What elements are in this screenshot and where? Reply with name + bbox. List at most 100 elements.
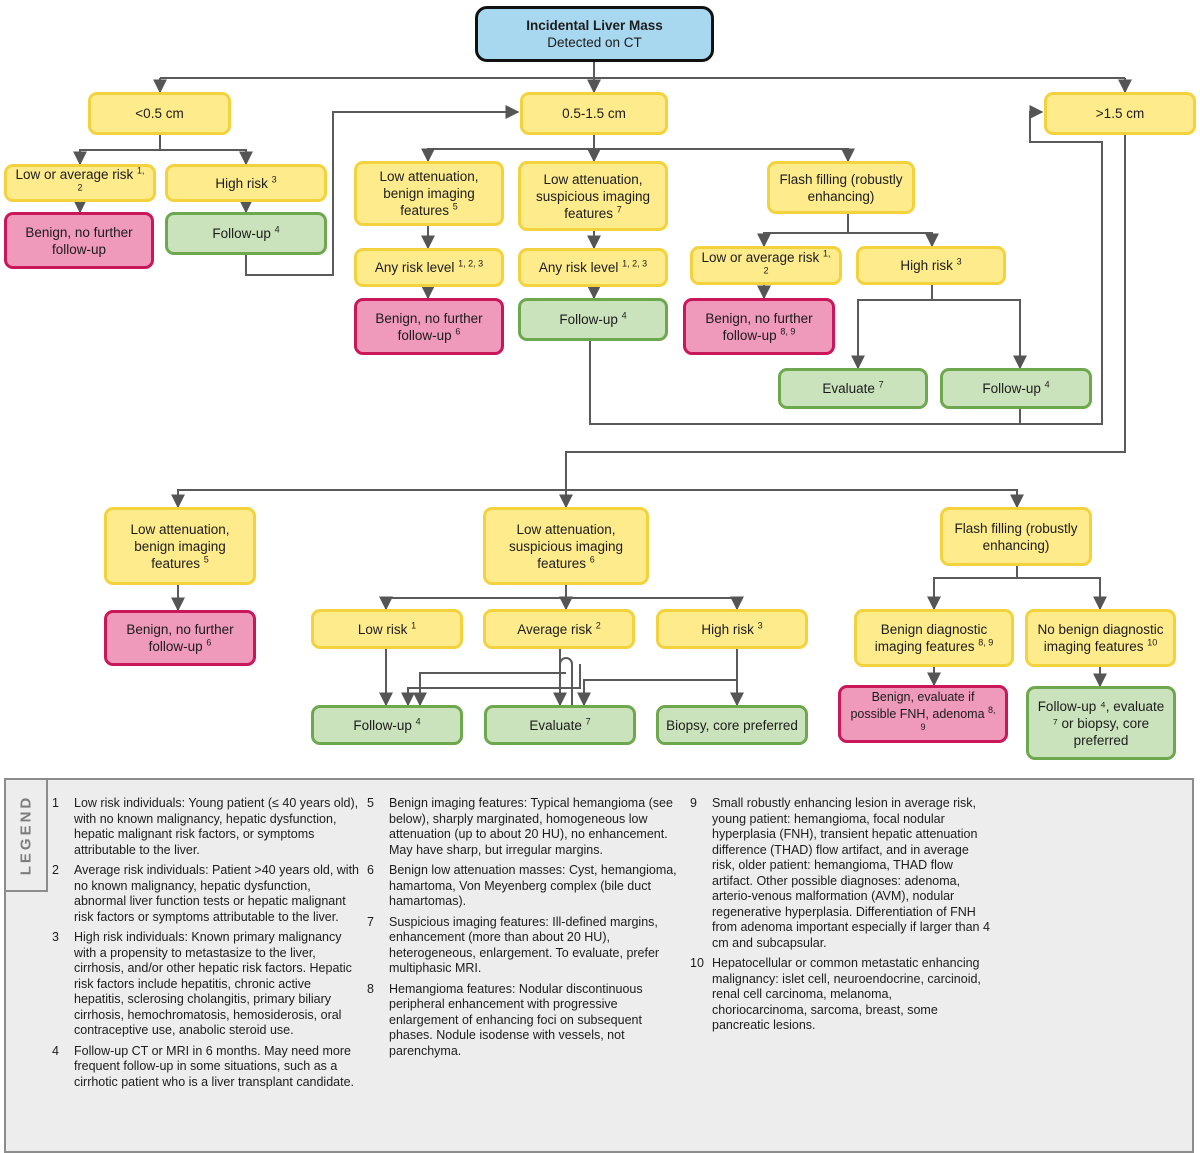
- size-mid-node[interactable]: 0.5-1.5 cm: [520, 92, 668, 135]
- large-benign-node[interactable]: Benign, no further follow-up 6: [104, 610, 256, 666]
- size-mid-label: 0.5-1.5 cm: [562, 106, 626, 121]
- legend-number: 8: [367, 981, 374, 996]
- mid-benign-node[interactable]: Benign, no further follow-up 6: [354, 298, 504, 355]
- legend-text: High risk individuals: Known primary mal…: [74, 930, 352, 1037]
- legend-text: Benign low attenuation masses: Cyst, hem…: [389, 863, 677, 908]
- mid-benign-label: Benign, no further follow-up: [375, 310, 483, 343]
- mid-followup-node[interactable]: Follow-up 4: [518, 298, 668, 341]
- size-small-node[interactable]: <0.5 cm: [88, 92, 231, 135]
- mid-any-risk-ref-2: 1, 2, 3: [622, 258, 648, 269]
- mid-any-risk-label-2: Any risk level: [538, 260, 619, 275]
- large-followup-ref: 4: [415, 716, 421, 726]
- mid-flash-filling-node[interactable]: Flash filling (robustly enhancing): [767, 161, 915, 214]
- large-lowatt-benign-node[interactable]: Low attenuation, benign imaging features…: [104, 507, 256, 585]
- mid-any-risk-node-2[interactable]: Any risk level 1, 2, 3: [518, 248, 668, 287]
- large-benign-evaluate-ref: 8, 9: [920, 704, 996, 732]
- small-low-avg-risk-label: Low or average risk: [15, 167, 134, 182]
- mid-any-risk-node-1[interactable]: Any risk level 1, 2, 3: [354, 248, 504, 287]
- mid-any-risk-label-1: Any risk level: [374, 260, 455, 275]
- small-followup-label: Follow-up: [212, 226, 271, 241]
- small-benign-node[interactable]: Benign, no further follow-up: [4, 212, 154, 269]
- root-subtitle: Detected on CT: [547, 35, 642, 50]
- large-benign-diagnostic-node[interactable]: Benign diagnostic imaging features 8, 9: [854, 609, 1014, 667]
- mid-evaluate-node[interactable]: Evaluate 7: [778, 368, 928, 409]
- mid-benign-89-label: Benign, no further follow-up: [705, 310, 813, 343]
- legend-number: 4: [52, 1043, 59, 1058]
- large-no-benign-diagnostic-node[interactable]: No benign diagnostic imaging features 10: [1025, 609, 1176, 667]
- large-high-risk-node[interactable]: High risk 3: [656, 609, 808, 649]
- mid-high-risk-node[interactable]: High risk 3: [856, 246, 1006, 285]
- large-average-risk-node[interactable]: Average risk 2: [483, 609, 635, 649]
- large-benign-evaluate-label: Benign, evaluate if possible FNH, adenom…: [850, 689, 985, 721]
- large-average-risk-ref: 2: [595, 620, 601, 630]
- mid-low-avg-risk-node[interactable]: Low or average risk 1, 2: [690, 246, 842, 285]
- mid-lowatt-suspicious-label: Low attenuation, suspicious imaging feat…: [535, 171, 651, 221]
- legend-number: 2: [52, 863, 59, 877]
- legend-number: 10: [690, 956, 704, 970]
- mid-benign-ref: 6: [455, 326, 461, 336]
- legend-tab: LEGEND: [6, 780, 48, 892]
- large-flash-filling-label: Flash filling (robustly enhancing): [954, 520, 1078, 553]
- legend-number: 3: [52, 930, 59, 944]
- small-high-risk-node[interactable]: High risk 3: [165, 164, 327, 202]
- legend-item: 3 High risk individuals: Known primary ma…: [52, 930, 362, 1039]
- large-benign-diagnostic-label: Benign diagnostic imaging features: [874, 622, 988, 654]
- root-node[interactable]: Incidental Liver Mass Detected on CT: [475, 6, 714, 62]
- large-followup-node[interactable]: Follow-up 4: [311, 705, 463, 745]
- large-evaluate-node[interactable]: Evaluate 7: [484, 705, 636, 745]
- size-large-label: >1.5 cm: [1095, 106, 1145, 121]
- mid-low-avg-risk-ref: 1, 2: [763, 248, 831, 275]
- small-high-risk-label: High risk: [215, 175, 268, 191]
- mid-evaluate-label: Evaluate: [822, 381, 875, 396]
- large-no-benign-diagnostic-label: No benign diagnostic imaging features: [1037, 622, 1164, 654]
- legend-number: 6: [367, 863, 374, 877]
- large-no-benign-diagnostic-ref: 10: [1147, 637, 1158, 648]
- large-benign-ref: 6: [206, 637, 212, 648]
- legend-item: 6 Benign low attenuation masses: Cyst, he…: [367, 863, 683, 910]
- mid-lowatt-suspicious-ref: 7: [616, 204, 622, 214]
- mid-benign-89-node[interactable]: Benign, no further follow-up 8, 9: [683, 298, 835, 355]
- small-followup-node[interactable]: Follow-up 4: [165, 212, 327, 255]
- large-flash-filling-node[interactable]: Flash filling (robustly enhancing): [940, 507, 1092, 566]
- large-biopsy-node[interactable]: Biopsy, core preferred: [656, 705, 808, 745]
- large-low-risk-label: Low risk: [357, 621, 408, 637]
- large-evaluate-ref: 7: [585, 716, 591, 726]
- small-low-avg-risk-node[interactable]: Low or average risk 1, 2: [4, 164, 156, 202]
- small-followup-ref: 4: [274, 224, 280, 235]
- size-small-label: <0.5 cm: [135, 106, 184, 121]
- legend-title: LEGEND: [17, 794, 35, 876]
- small-low-avg-risk-ref: 1, 2: [77, 165, 145, 193]
- large-lowatt-suspicious-node[interactable]: Low attenuation, suspicious imaging feat…: [483, 507, 649, 585]
- large-biopsy-label: Biopsy, core preferred: [666, 717, 798, 733]
- large-evaluate-label: Evaluate: [529, 717, 582, 733]
- mid-followup-2-ref: 4: [1044, 379, 1050, 390]
- mid-followup-2-node[interactable]: Follow-up 4: [940, 368, 1092, 409]
- large-average-risk-label: Average risk: [517, 621, 592, 637]
- mid-lowatt-benign-node[interactable]: Low attenuation, benign imaging features…: [354, 161, 504, 226]
- large-high-risk-ref: 3: [757, 620, 763, 630]
- legend-number: 7: [367, 914, 374, 929]
- large-high-risk-label: High risk: [701, 621, 754, 637]
- legend-item: 10 Hepatocellular or common metastatic en…: [690, 956, 990, 1034]
- legend-text: Benign imaging features: Typical hemangi…: [389, 796, 673, 857]
- mid-benign-89-ref: 8, 9: [780, 326, 796, 336]
- large-followup-mixed-node[interactable]: Follow-up ⁴, evaluate ⁷ or biopsy, core …: [1026, 686, 1176, 760]
- large-low-risk-node[interactable]: Low risk 1: [311, 609, 463, 649]
- size-large-node[interactable]: >1.5 cm: [1044, 92, 1196, 135]
- large-followup-mixed-label: Follow-up ⁴, evaluate ⁷ or biopsy, core …: [1037, 698, 1165, 748]
- mid-lowatt-suspicious-node[interactable]: Low attenuation, suspicious imaging feat…: [518, 161, 668, 231]
- large-benign-evaluate-node[interactable]: Benign, evaluate if possible FNH, adenom…: [838, 685, 1008, 743]
- legend-text: Hepatocellular or common metastatic enha…: [712, 956, 981, 1032]
- mid-evaluate-ref: 7: [878, 379, 884, 390]
- large-benign-diagnostic-ref: 8, 9: [978, 637, 994, 648]
- legend-number: 1: [52, 796, 59, 810]
- legend-text: Average risk individuals: Patient >40 ye…: [74, 863, 359, 924]
- mid-followup-label: Follow-up: [559, 312, 618, 327]
